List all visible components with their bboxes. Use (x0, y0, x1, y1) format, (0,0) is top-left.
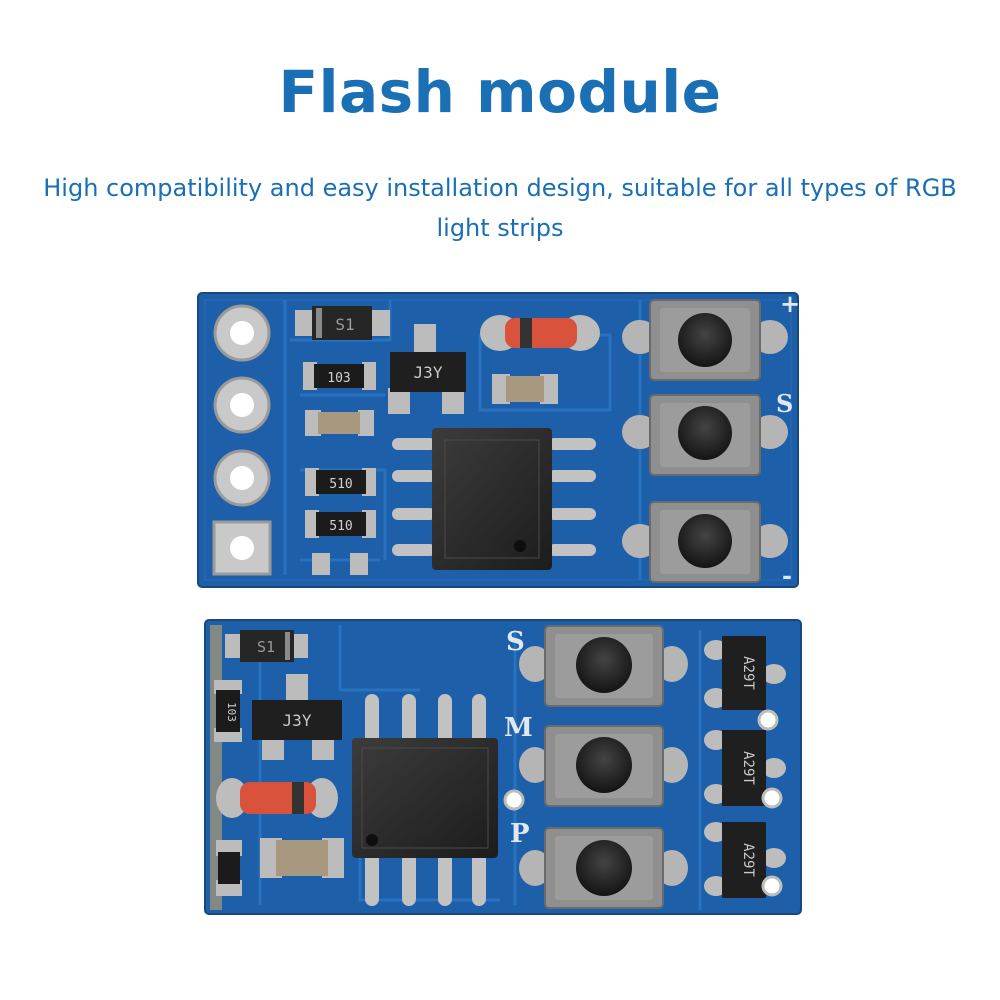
silk-minus-label: - (782, 561, 792, 590)
tact-button-bottom-m (519, 725, 688, 807)
tact-button-top-2 (622, 394, 788, 476)
silk-a29t-2: A29T (740, 751, 756, 785)
silk-s-label-bottom: S (506, 627, 525, 657)
resistor-103-bottom: 103 (214, 680, 242, 742)
silk-m-label: M (504, 713, 533, 743)
silk-s-label-top: S (776, 389, 793, 418)
tact-button-top-1 (622, 299, 788, 381)
transistor-a29t-3: A29T (704, 822, 786, 898)
silk-a29t-1: A29T (740, 656, 756, 690)
silk-plus-label: + (780, 289, 800, 318)
silk-103-top: 103 (327, 371, 350, 386)
diode-s1-top: S1 (295, 306, 390, 340)
led-diode-top (480, 315, 600, 351)
silk-s1-top: S1 (335, 315, 354, 334)
tact-button-top-3 (622, 501, 788, 583)
transistor-j3y-top: J3Y (388, 324, 466, 414)
silk-j3y-bottom: J3Y (283, 711, 312, 730)
transistor-a29t-1: A29T (704, 636, 786, 710)
top-pcb-board: S1 103 J3Y (197, 289, 800, 590)
product-photo: S1 103 J3Y (197, 289, 802, 915)
tact-button-bottom-p (519, 827, 688, 909)
silk-510-b: 510 (329, 519, 352, 534)
led-diode-bottom (216, 778, 338, 818)
capacitor-bottom-small (216, 840, 242, 896)
resistor-510-b: 510 (305, 510, 376, 538)
page-subtitle: High compatibility and easy installation… (43, 174, 957, 242)
transistor-j3y-bottom: J3Y (252, 674, 342, 760)
capacitor-top-mid (492, 374, 558, 404)
silk-510-a: 510 (329, 477, 352, 492)
capacitor-top-left (305, 410, 374, 436)
silk-103-bottom: 103 (225, 702, 238, 722)
ic-chip-bottom (352, 694, 498, 906)
resistor-103-top: 103 (303, 362, 376, 390)
ic-chip-top (392, 428, 596, 570)
silk-a29t-3: A29T (740, 843, 756, 877)
page-title: Flash module (278, 58, 722, 126)
silk-j3y-top: J3Y (414, 363, 443, 382)
silk-s1-bottom: S1 (257, 638, 275, 656)
resistor-510-a: 510 (305, 468, 376, 496)
transistor-a29t-2: A29T (704, 730, 786, 806)
tact-button-bottom-s (519, 625, 688, 707)
capacitor-bottom-large (260, 838, 344, 878)
solder-pads-top (212, 304, 272, 576)
diode-s1-bottom: S1 (225, 630, 308, 662)
silk-p-label: P (510, 819, 530, 849)
bottom-pcb-board: S1 103 J3Y (204, 619, 802, 915)
